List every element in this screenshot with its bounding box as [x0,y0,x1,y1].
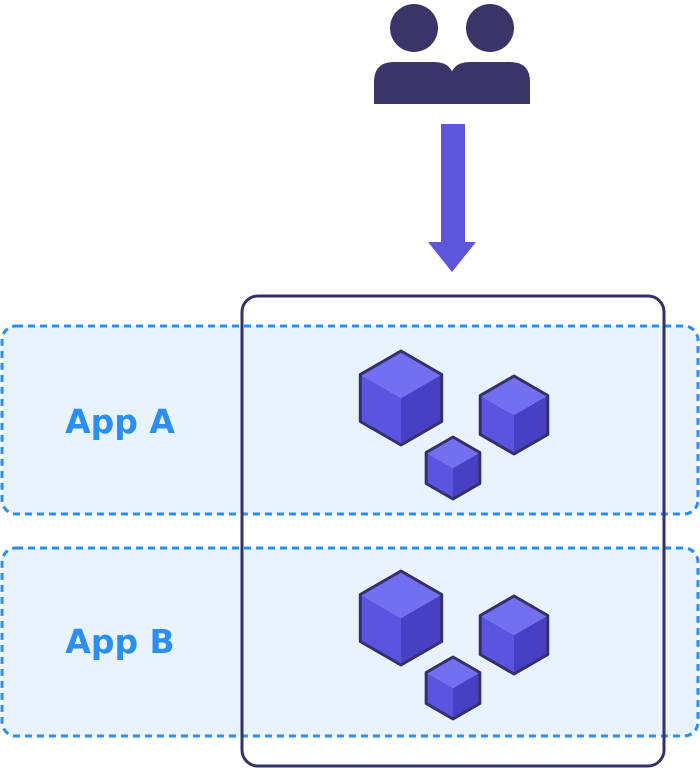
cube-outline [424,655,482,721]
app-b-cube-group [358,569,550,721]
cube-icon [424,435,482,501]
app-a-band [0,324,700,516]
app-a-label: App A [65,402,175,441]
cube-left-face [480,395,514,454]
cube-left-face [480,615,514,674]
cube-right-face [453,452,480,499]
app-a-cube-group [358,349,550,501]
shared-container [240,294,666,768]
cube-outline [358,349,444,447]
cube-outline [478,374,550,456]
cube-outline [478,594,550,676]
cube-icon [478,374,550,456]
arrow-down-icon [428,124,476,272]
cube-right-face [514,395,548,454]
cube-outline [424,435,482,501]
app-b-band [0,546,700,738]
cube-icon [358,569,444,667]
cube-left-face [426,452,453,499]
cube-right-face [453,672,480,719]
cube-top-face [360,351,442,398]
cube-top-face [360,571,442,618]
cube-outline [358,569,444,667]
cube-icon [424,655,482,721]
cube-left-face [426,672,453,719]
cube-icon [358,349,444,447]
cube-icon [478,594,550,676]
cube-right-face [514,615,548,674]
app-b-label: App B [65,622,175,661]
users-icon [374,4,530,104]
